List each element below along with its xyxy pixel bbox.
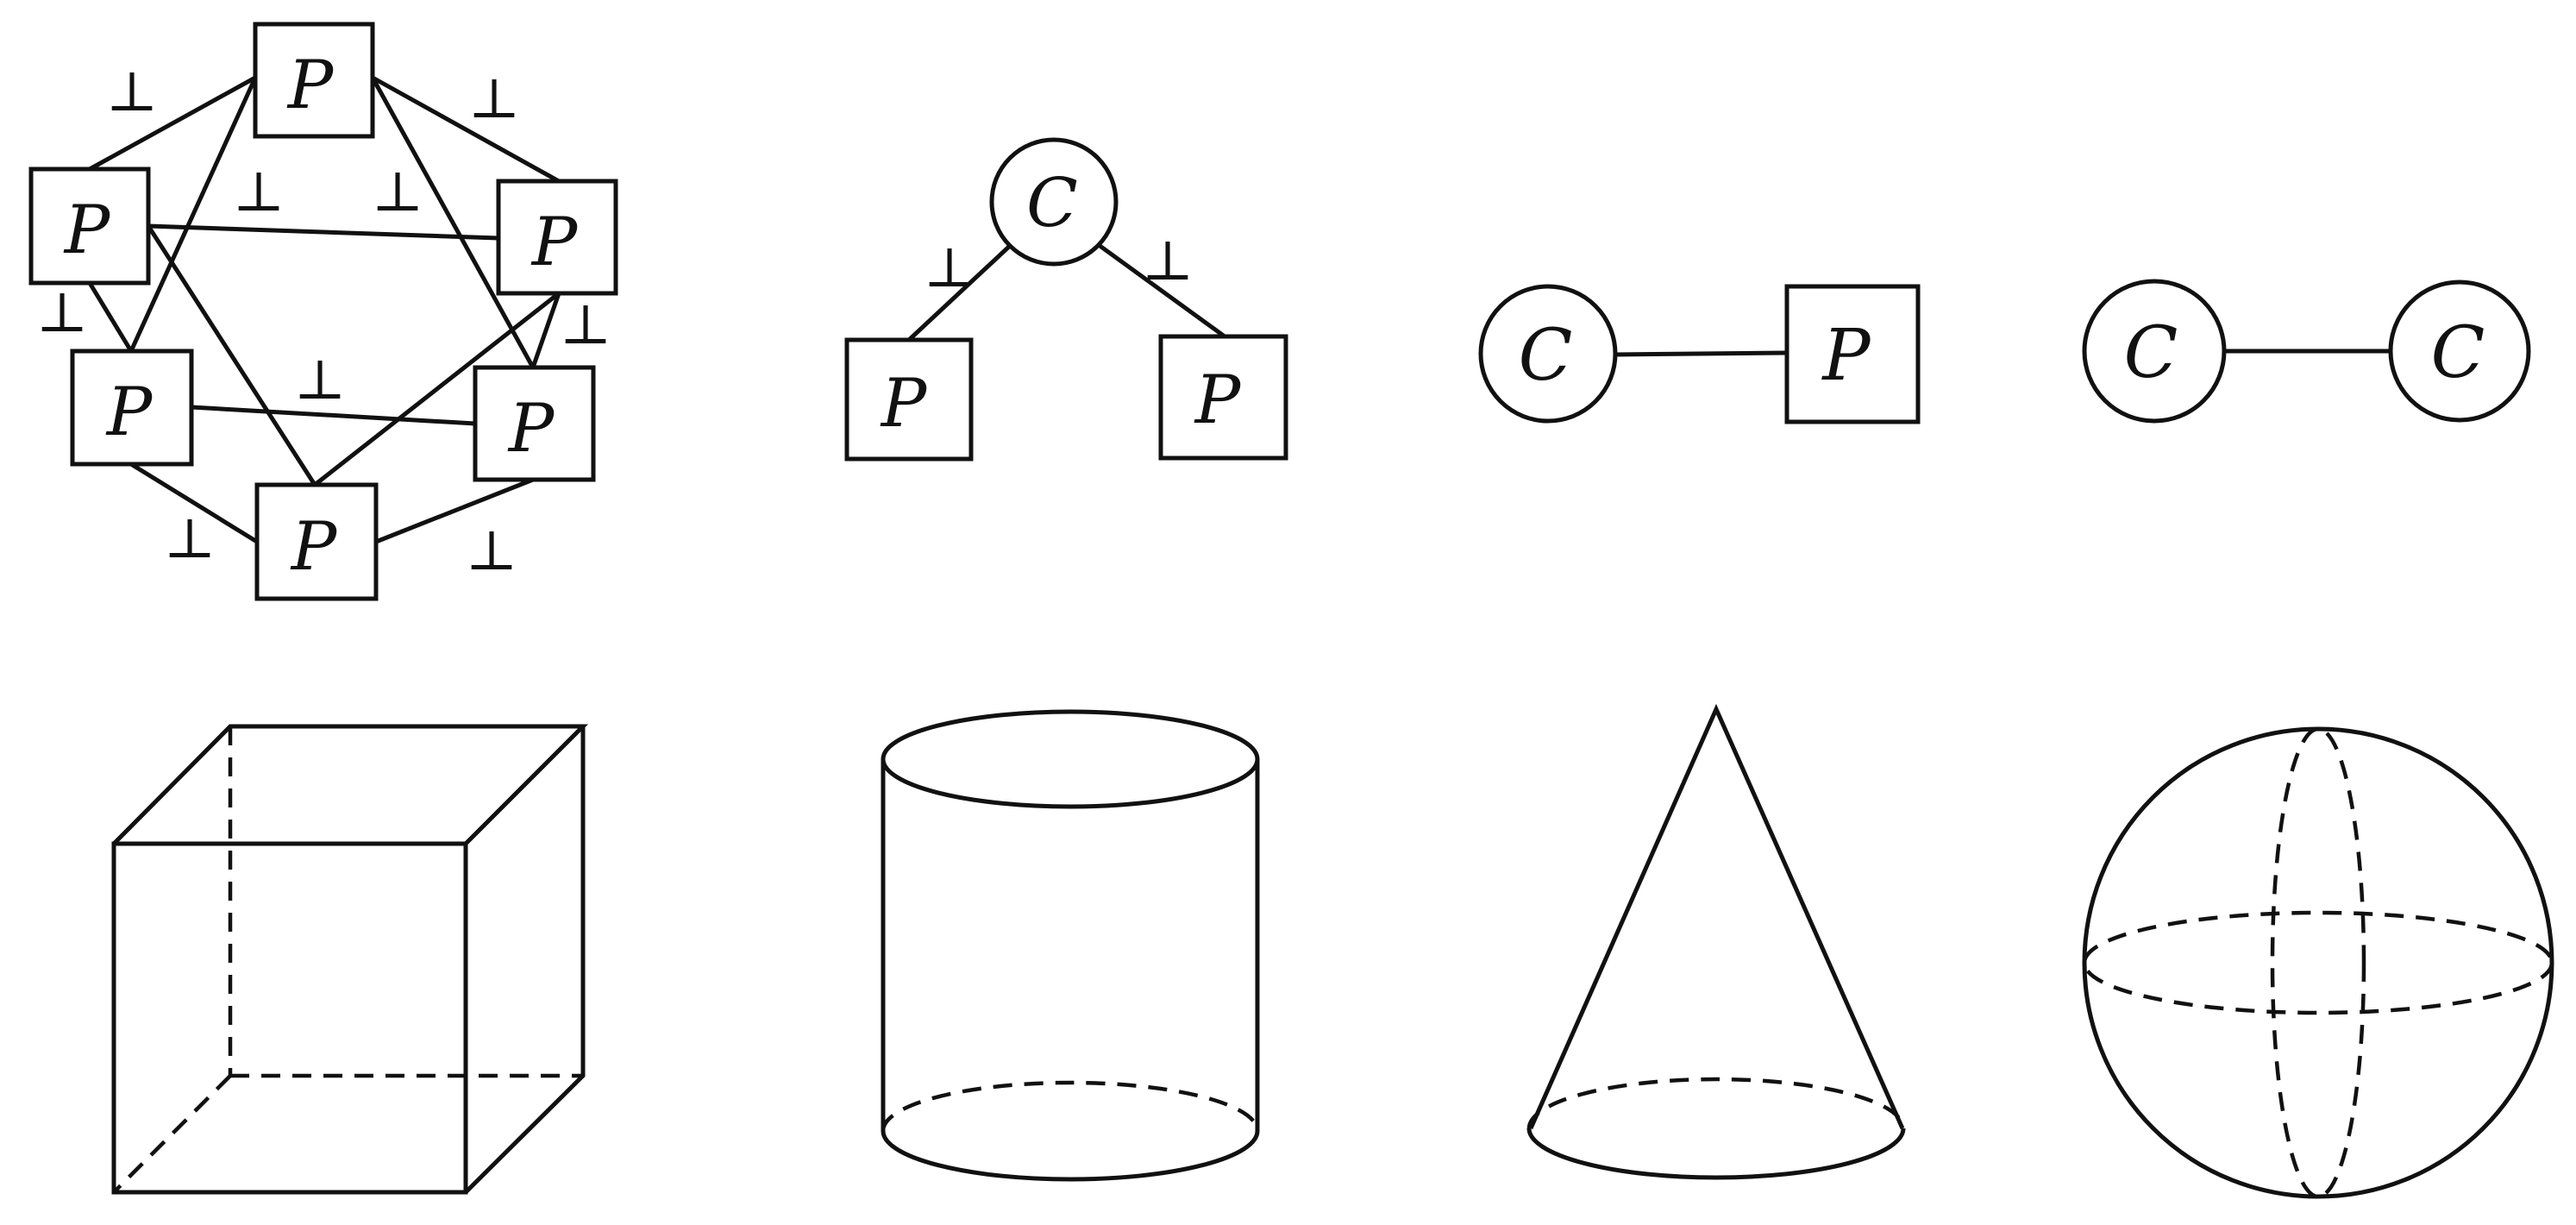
- coproduct-node: [989, 137, 1119, 267]
- product-node: [1784, 284, 1921, 424]
- cylinder-bottom-visible: [881, 1130, 1260, 1182]
- edge-top-right: [371, 75, 561, 184]
- hexagon-edge-labels: ⊥ ⊥ ⊥ ⊥ ⊥ ⊥ ⊥ ⊥ ⊥: [36, 60, 611, 583]
- product-node-left: [844, 337, 974, 462]
- product-node-label: P: [1194, 361, 1242, 439]
- cube-hidden-edge: [112, 1074, 232, 1194]
- product-node-label: P: [105, 374, 154, 451]
- product-node-bottom: [254, 482, 379, 601]
- product-node-top: [253, 22, 375, 139]
- edge-left-bottom: [146, 224, 317, 487]
- sphere-outline: [2082, 726, 2554, 1199]
- edge-left-right: [147, 223, 499, 241]
- edge-right-lowerright: [530, 292, 561, 368]
- edge-label-perp: ⊥: [466, 519, 517, 583]
- coproduct-node-right: [2388, 280, 2531, 423]
- edge-coproduct-right: [1097, 242, 1226, 339]
- edge-right-bottom: [313, 292, 561, 487]
- edge-label-perp: ⊥: [164, 507, 216, 571]
- coproduct-node-label: C: [2431, 312, 2485, 394]
- product-node-left: [28, 166, 151, 286]
- cylinder-icon: [881, 709, 1260, 1182]
- edge-label-perp: ⊥: [924, 236, 975, 300]
- product-node-label: P: [286, 47, 335, 124]
- product-node-label: P: [530, 204, 579, 281]
- edge-label-perp: ⊥: [106, 60, 158, 124]
- product-node-label: P: [1821, 315, 1871, 397]
- edge-label-perp: ⊥: [36, 281, 88, 345]
- cube-top-face: [112, 724, 589, 845]
- cone-icon: [1526, 703, 1906, 1180]
- sphere-equator: [2082, 910, 2554, 1015]
- cube-icon: [111, 724, 589, 1195]
- hexagon-edges: [87, 75, 561, 544]
- edge-coproduct-product: [1615, 350, 1788, 357]
- edge-top-lowerleft: [128, 76, 258, 353]
- cone-base-hidden: [1526, 1077, 1906, 1129]
- edge-lowerright-bottom: [375, 477, 534, 544]
- cube-front-face: [111, 841, 468, 1195]
- product-node-label: P: [507, 390, 555, 468]
- hexagon-graph: ⊥ ⊥ ⊥ ⊥ ⊥ ⊥ ⊥ ⊥ ⊥ P P P P P P: [28, 22, 618, 601]
- product-node-right: [1158, 334, 1288, 461]
- edge-label-perp: ⊥: [372, 160, 423, 224]
- product-node-lowerleft: [70, 349, 194, 467]
- edge-lowerleft-lowerright: [191, 405, 476, 426]
- edge-left-lowerleft: [87, 281, 134, 353]
- edge-label-perp: ⊥: [560, 293, 611, 357]
- cube-side-face: [464, 726, 586, 1194]
- coproduct-node: [1478, 284, 1618, 424]
- edge-top-left: [88, 75, 257, 172]
- coproduct-node-left: [2082, 279, 2227, 424]
- product-node-right: [496, 179, 618, 296]
- coproduct-node-label: C: [1026, 165, 1078, 242]
- coproduct-pair: C C: [2082, 279, 2531, 424]
- coproduct-node-label: C: [2124, 312, 2178, 394]
- edge-top-lowerright: [370, 76, 536, 369]
- sphere-icon: [2082, 726, 2554, 1199]
- edge-lowerleft-bottom: [129, 462, 259, 544]
- product-node-label: P: [290, 508, 338, 586]
- edge-label-perp: ⊥: [294, 349, 346, 412]
- cylinder-top: [881, 709, 1260, 809]
- product-node-label: P: [63, 192, 111, 269]
- edge-label-perp: ⊥: [468, 67, 520, 131]
- product-node-label: P: [880, 365, 928, 443]
- cylinder-bottom-hidden: [881, 1080, 1260, 1132]
- tree-graph: ⊥ ⊥ C P P: [844, 137, 1288, 462]
- edge-label-perp: ⊥: [233, 160, 285, 224]
- edge-label-perp: ⊥: [1142, 229, 1194, 293]
- cone-sides: [1528, 703, 1905, 1130]
- product-node-lowerright: [473, 365, 596, 482]
- edge-coproduct-left: [907, 243, 1012, 342]
- cone-base-visible: [1526, 1128, 1906, 1180]
- coproduct-product-pair: C P: [1478, 284, 1921, 424]
- hexagon-nodes: P P P P P P: [28, 22, 618, 601]
- sphere-meridian: [2270, 726, 2366, 1199]
- coproduct-node-label: C: [1519, 315, 1573, 397]
